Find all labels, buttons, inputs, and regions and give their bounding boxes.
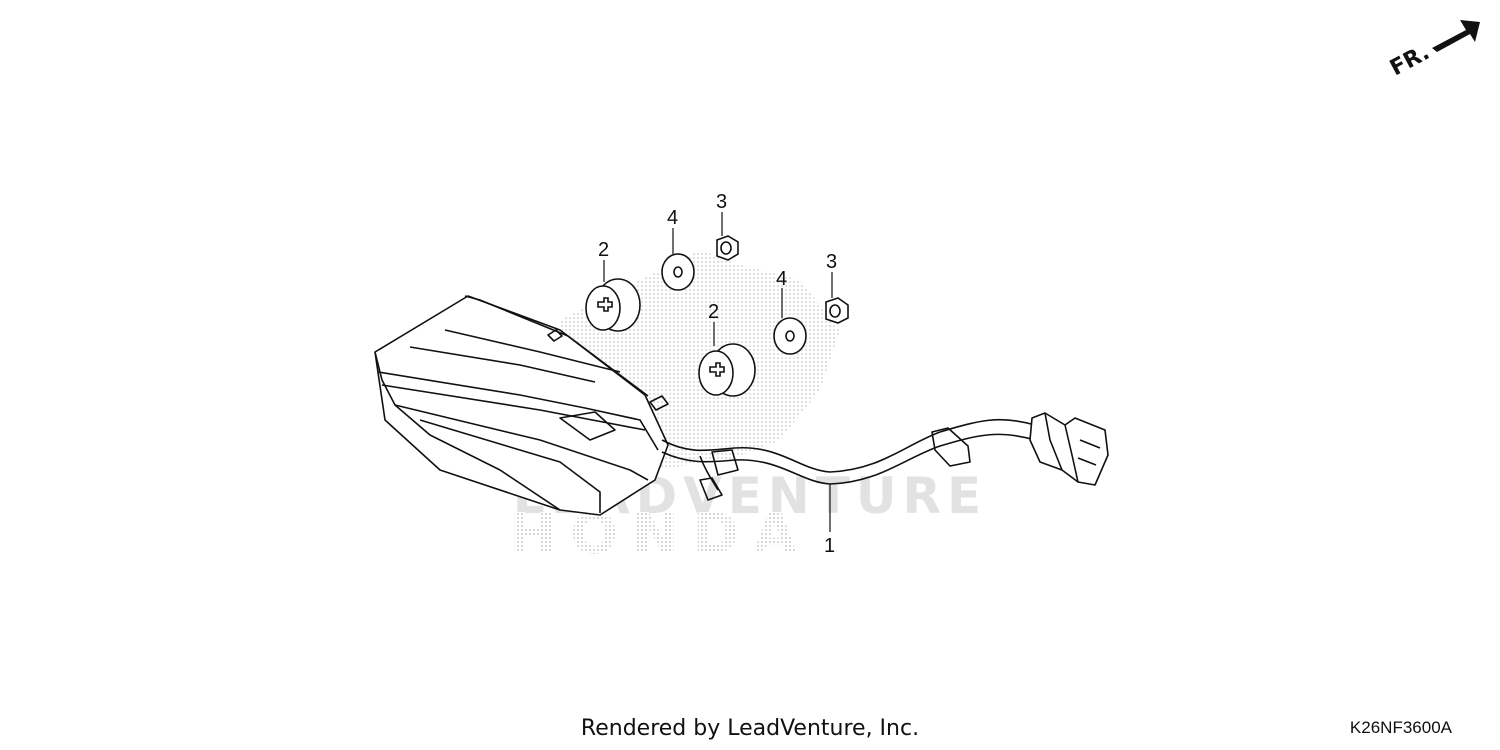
render-credit: Rendered by LeadVenture, Inc. <box>580 716 920 741</box>
watermark-honda: HONDA <box>509 502 810 567</box>
wire-harness <box>661 412 1109 501</box>
callout-nut-b: 3 <box>826 251 837 273</box>
callout-washer-b: 4 <box>776 268 787 290</box>
callout-nut-a: 3 <box>716 191 727 213</box>
callouts <box>603 212 833 532</box>
front-arrow-icon <box>1432 20 1480 52</box>
front-direction-label: FR. <box>1386 40 1434 81</box>
callout-washer-a: 4 <box>667 207 678 229</box>
nut-a <box>716 235 739 261</box>
front-direction-indicator: FR. <box>1386 20 1480 81</box>
washer-b <box>773 317 807 355</box>
callout-harness: 1 <box>824 535 835 557</box>
callout-grommet-a: 2 <box>598 239 609 261</box>
washer-a <box>661 253 695 291</box>
grommet-a <box>585 278 641 332</box>
nut-b <box>825 297 849 324</box>
tail-light-housing <box>374 295 669 516</box>
callout-grommet-b: 2 <box>708 301 719 323</box>
diagram-code: K26NF3600A <box>1349 718 1452 737</box>
grommet-b <box>698 343 756 397</box>
